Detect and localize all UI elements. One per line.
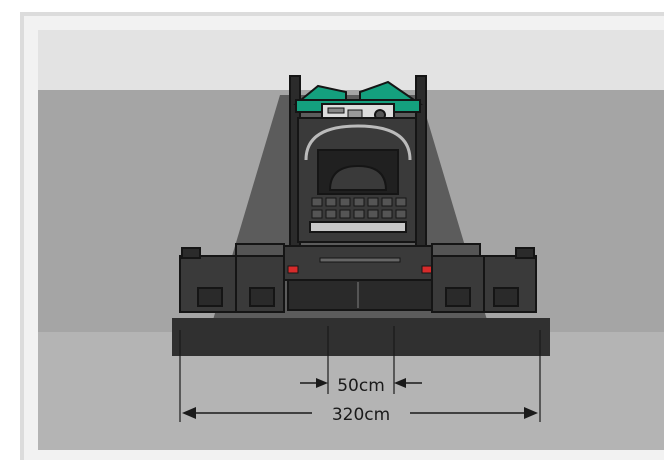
arrow-left-icon <box>394 378 406 388</box>
arrow-right-icon <box>316 378 328 388</box>
inner-width-dimension: 50cm <box>300 376 422 396</box>
inner-width-label: 50cm <box>337 376 385 396</box>
outer-width-label: 320cm <box>332 405 390 425</box>
dimension-extension-lines <box>179 326 541 422</box>
paved-slab <box>172 318 550 356</box>
arrow-right-icon <box>524 407 538 419</box>
outer-width-dimension: 320cm <box>182 405 538 425</box>
arrow-left-icon <box>182 407 196 419</box>
paver-machine-icon <box>179 75 537 313</box>
sky-band <box>38 30 664 90</box>
